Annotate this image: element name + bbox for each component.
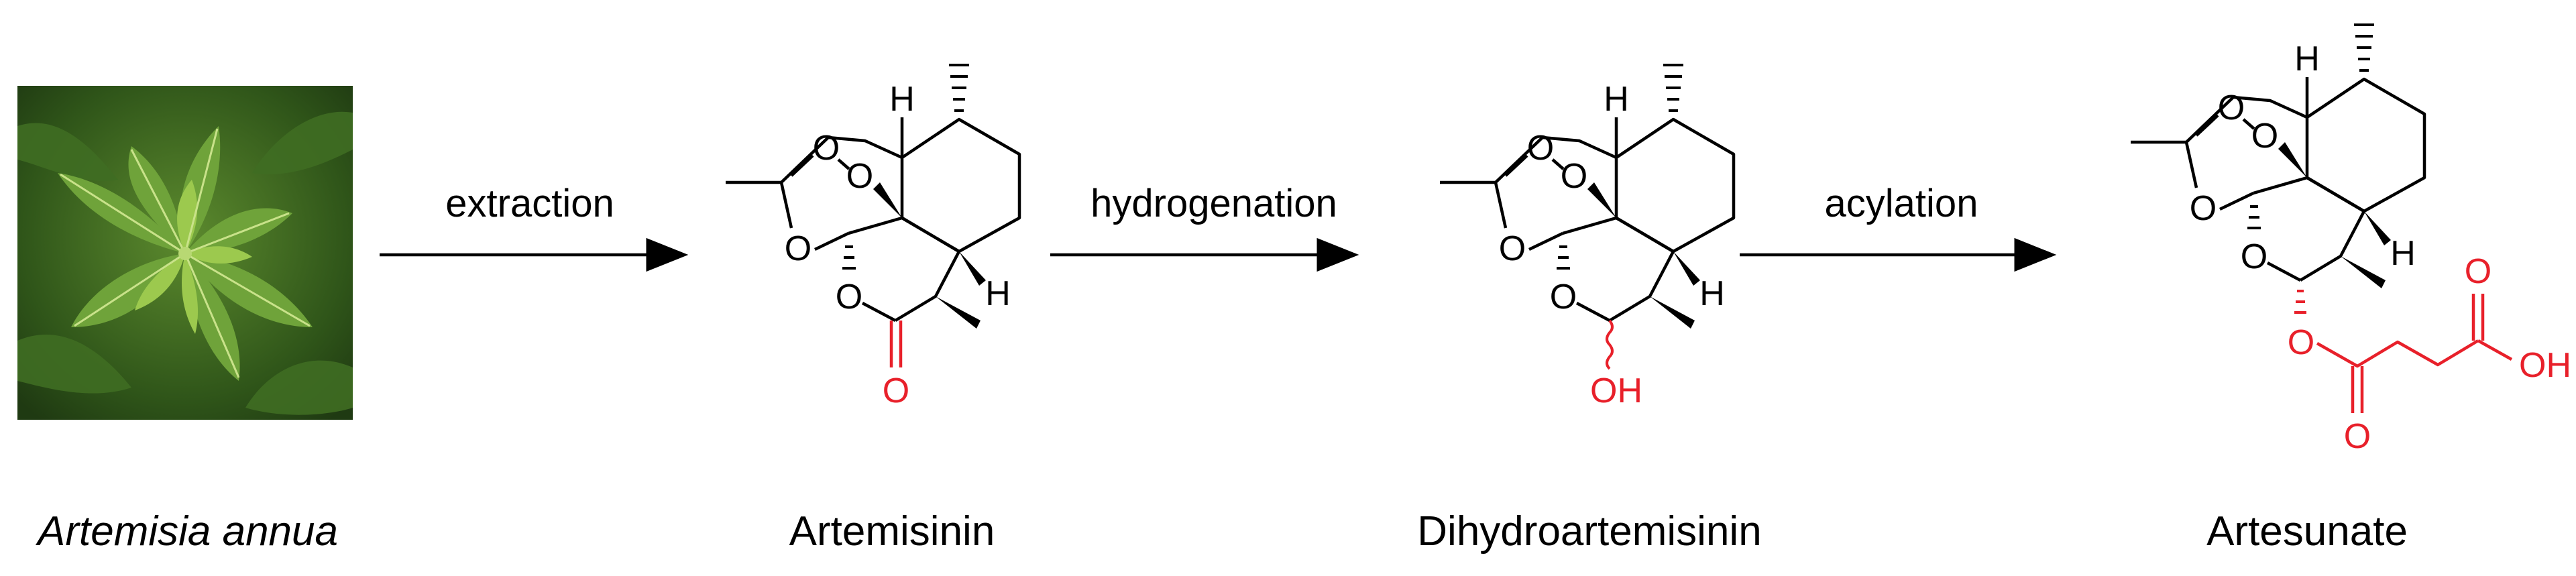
atom-h-junction: H <box>1699 274 1725 313</box>
atom-o-ketal: O <box>2190 189 2217 228</box>
atom-o-peroxide-1: O <box>2218 89 2245 127</box>
artesunate-structure: H O O O O H <box>2131 23 2571 456</box>
atom-o-ester-carbonyl: O <box>2344 417 2371 456</box>
atom-oh: OH <box>1590 371 1642 410</box>
atom-h-junction: H <box>985 274 1011 313</box>
caption-artesunate: Artesunate <box>2206 508 2408 555</box>
arrow-label-extraction: extraction <box>445 182 614 225</box>
atom-o-peroxide-2: O <box>1561 157 1587 196</box>
atom-o-ester: O <box>2288 323 2314 362</box>
atom-o-ketal: O <box>1499 229 1526 268</box>
atom-o-ring: O <box>2241 237 2267 276</box>
atom-o-carbonyl: O <box>883 371 909 410</box>
atom-h-top: H <box>889 80 915 119</box>
plant-illustration <box>17 86 353 420</box>
atom-o-peroxide-1: O <box>813 129 840 168</box>
arrow-label-hydrogenation: hydrogenation <box>1090 182 1337 225</box>
atom-h-top: H <box>1604 80 1629 119</box>
atom-oh-acid: OH <box>2519 346 2571 385</box>
atom-o-ring: O <box>1550 278 1577 316</box>
atom-o-peroxide-1: O <box>1527 129 1554 168</box>
atom-h-junction: H <box>2390 234 2416 273</box>
artemisinin-structure: H O O O O H O <box>726 64 1021 410</box>
atom-o-ketal: O <box>785 229 811 268</box>
atom-o-peroxide-2: O <box>2251 117 2278 156</box>
caption-dihydroartemisinin: Dihydroartemisinin <box>1417 508 1762 555</box>
atom-o-lactone: O <box>836 278 862 316</box>
atom-o-acid-carbonyl: O <box>2465 252 2491 291</box>
artemisia-annua-photo <box>17 86 353 420</box>
arrow-label-acylation: acylation <box>1824 182 1978 225</box>
atom-o-peroxide-2: O <box>846 157 873 196</box>
caption-artemisia-annua: Artemisia annua <box>37 508 339 555</box>
atom-h-top: H <box>2294 40 2320 78</box>
caption-artemisinin: Artemisinin <box>789 508 995 555</box>
dihydroartemisinin-structure: H O O O O H OH <box>1440 64 1736 410</box>
